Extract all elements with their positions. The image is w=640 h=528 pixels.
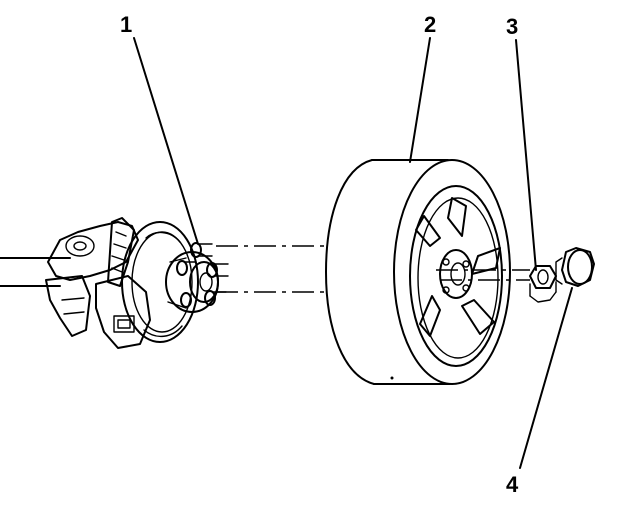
wheel-nut — [529, 265, 557, 303]
stud — [176, 260, 197, 276]
alignment-lines — [216, 245, 530, 293]
callout-4: 4 — [506, 472, 519, 497]
wheel-tire-assembly — [325, 159, 511, 385]
wheel-nut-cap — [555, 247, 595, 287]
callout-2: 2 — [424, 12, 436, 37]
stud — [206, 262, 229, 278]
stud — [180, 292, 192, 308]
hub-studs — [176, 242, 229, 308]
stud — [190, 242, 213, 258]
callout-1: 1 — [120, 12, 132, 37]
leader-lines — [133, 37, 573, 469]
leader-line-1 — [133, 37, 199, 245]
leader-line-3 — [515, 39, 537, 271]
callout-3: 3 — [506, 14, 518, 39]
axle-brake-assembly — [0, 217, 219, 349]
leader-line-2 — [409, 37, 431, 163]
leader-line-4 — [519, 287, 573, 469]
